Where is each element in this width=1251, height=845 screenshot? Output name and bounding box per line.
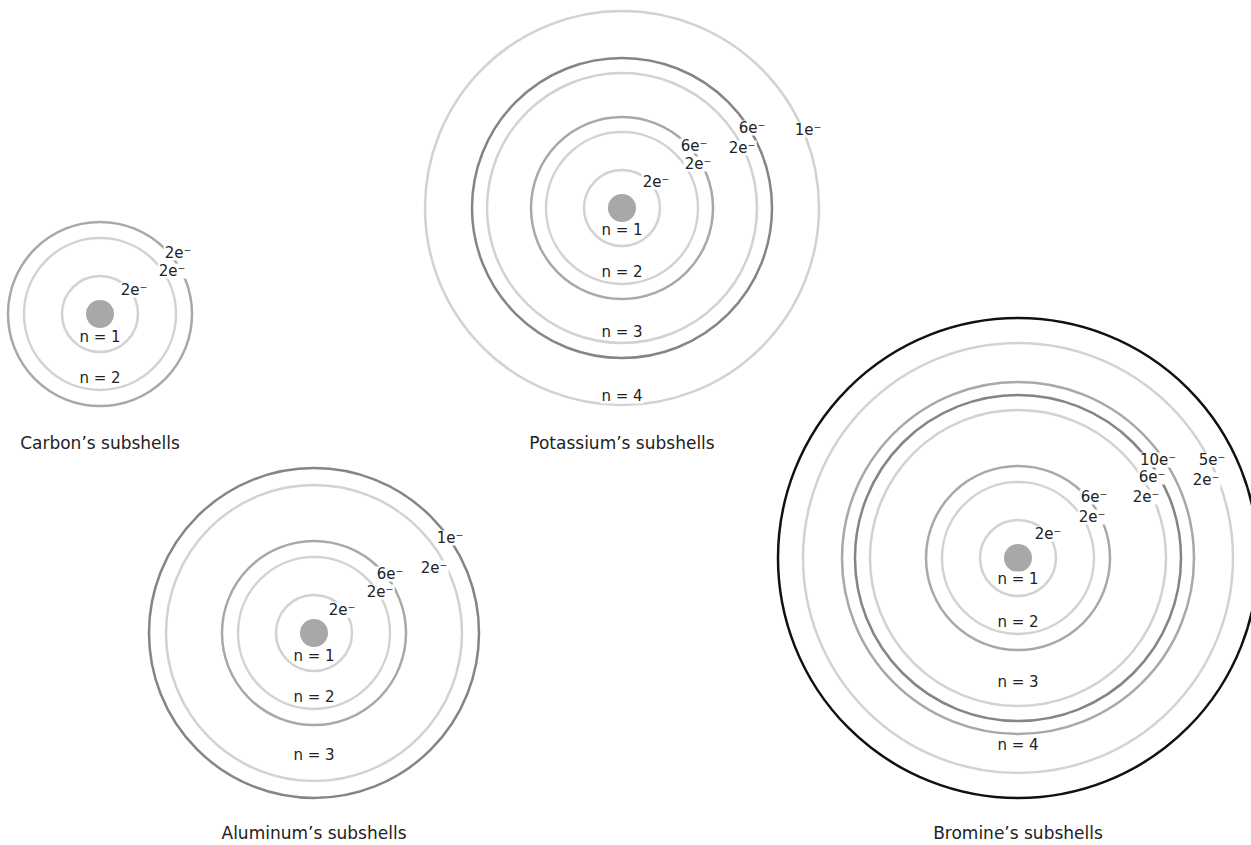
subshell-ring	[24, 238, 176, 390]
subshell-ring	[222, 541, 406, 725]
subshell-ring	[803, 343, 1233, 773]
shell-label: n = 2	[78, 371, 121, 386]
subshell-ring	[546, 132, 698, 284]
subshell-ring	[842, 382, 1194, 734]
shell-label: n = 1	[292, 649, 335, 664]
electron-count: 1e⁻	[436, 531, 465, 546]
electron-count: 6e⁻	[738, 121, 767, 136]
electron-count: 2e⁻	[120, 283, 149, 298]
nucleus	[300, 619, 328, 647]
electron-count: 2e⁻	[728, 141, 757, 156]
shell-label: n = 3	[600, 325, 643, 340]
electron-count: 2e⁻	[1078, 510, 1107, 525]
caption: Aluminum’s subshells	[219, 824, 410, 843]
shell-label: n = 2	[996, 615, 1039, 630]
subshell-ring	[870, 410, 1166, 706]
electron-count: 2e⁻	[328, 603, 357, 618]
shell-label: n = 4	[996, 738, 1039, 753]
shell-label: n = 1	[600, 223, 643, 238]
electron-count: 6e⁻	[680, 139, 709, 154]
subshell-ring	[8, 222, 192, 406]
electron-count: 2e⁻	[642, 175, 671, 190]
nucleus	[608, 194, 636, 222]
subshell-ring	[487, 73, 757, 343]
nucleus	[86, 300, 114, 328]
electron-count: 2e⁻	[420, 561, 449, 576]
subshell-ring	[149, 468, 479, 798]
caption: Carbon’s subshells	[17, 434, 183, 453]
shell-label: n = 3	[996, 675, 1039, 690]
subshell-ring	[926, 466, 1110, 650]
electron-count: 2e⁻	[1132, 490, 1161, 505]
electron-count: 2e⁻	[1192, 473, 1221, 488]
shell-label: n = 4	[600, 389, 643, 404]
subshell-ring	[425, 11, 819, 405]
electron-count: 10e⁻	[1139, 453, 1177, 468]
subshell-ring	[778, 318, 1251, 798]
subshell-ring	[238, 557, 390, 709]
electron-count: 6e⁻	[1080, 490, 1109, 505]
subshell-ring	[855, 395, 1181, 721]
caption: Potassium’s subshells	[526, 434, 717, 453]
nucleus	[1004, 544, 1032, 572]
electron-count: 2e⁻	[366, 585, 395, 600]
subshell-ring	[942, 482, 1094, 634]
electron-count: 1e⁻	[794, 123, 823, 138]
electron-count: 2e⁻	[158, 264, 187, 279]
electron-count: 2e⁻	[164, 246, 193, 261]
electron-count: 5e⁻	[1198, 453, 1227, 468]
subshell-ring	[472, 58, 772, 358]
shell-label: n = 1	[78, 330, 121, 345]
shell-label: n = 1	[996, 572, 1039, 587]
shell-label: n = 2	[292, 690, 335, 705]
shell-label: n = 3	[292, 748, 335, 763]
electron-count: 6e⁻	[1138, 470, 1167, 485]
caption: Bromine’s subshells	[930, 824, 1106, 843]
subshell-ring	[166, 485, 462, 781]
electron-count: 2e⁻	[1034, 527, 1063, 542]
electron-count: 2e⁻	[684, 157, 713, 172]
subshell-ring	[531, 117, 713, 299]
shell-label: n = 2	[600, 265, 643, 280]
electron-count: 6e⁻	[376, 567, 405, 582]
